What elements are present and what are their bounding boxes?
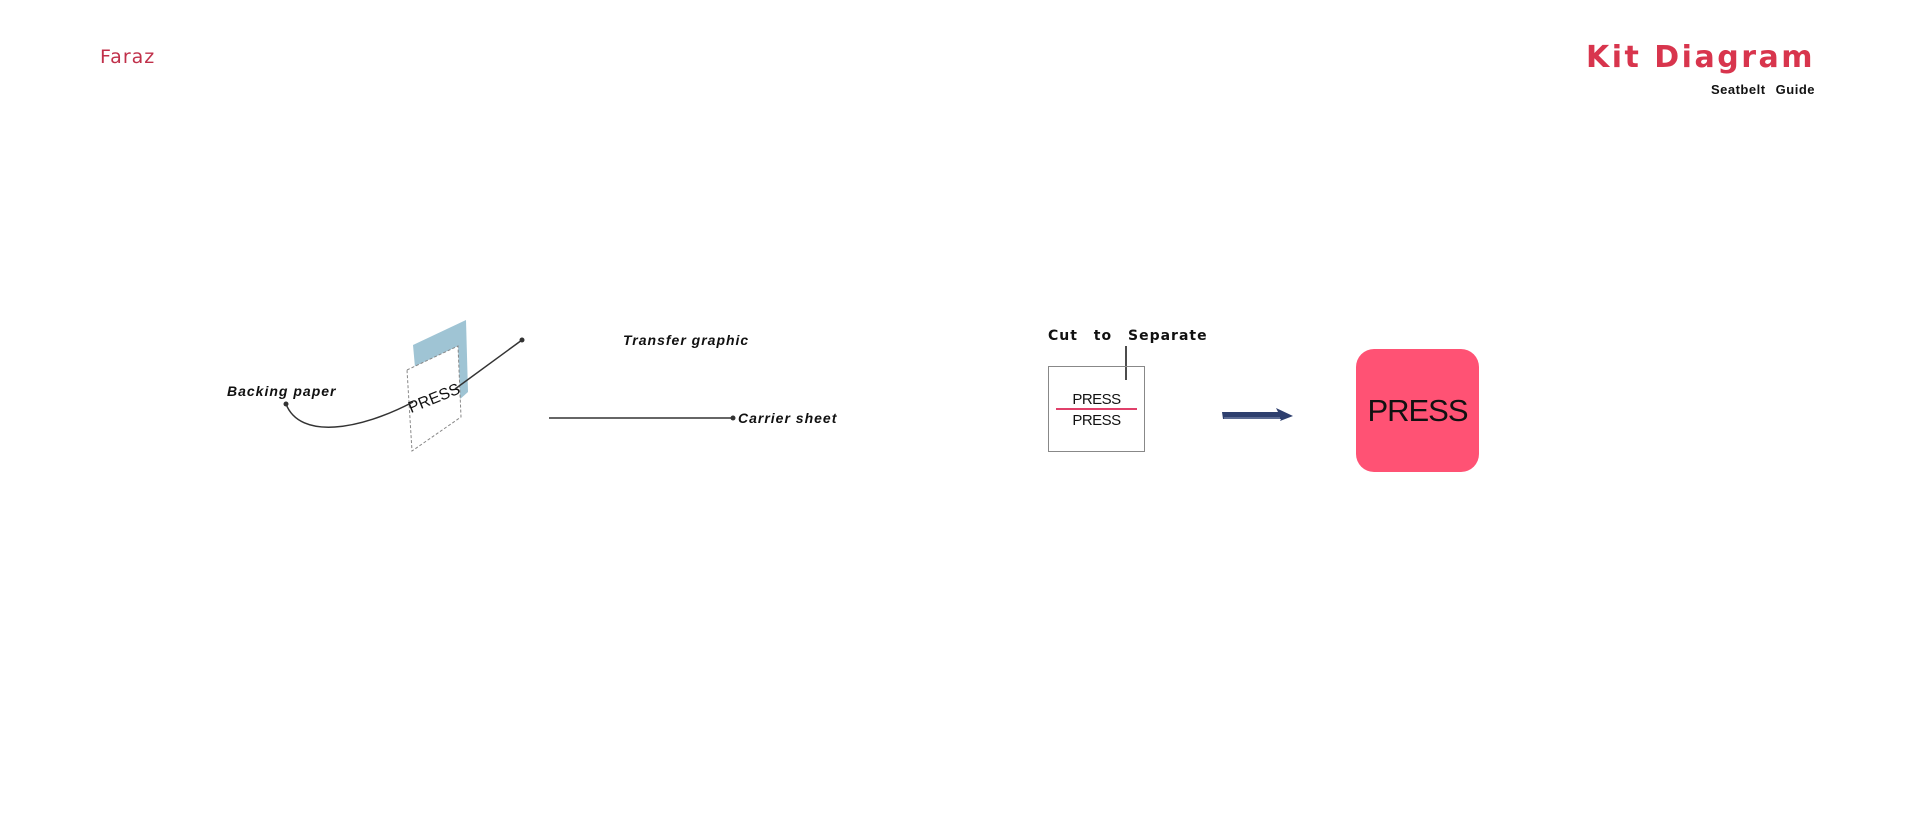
transfer-leader-dot [519,337,525,343]
cut-box: PRESS PRESS [1048,366,1145,452]
carrier-sheet-label: Carrier sheet [738,410,838,426]
cut-to-separate-label: Cut to Separate [1048,328,1208,344]
carrier-leader-dot [730,415,736,421]
backing-paper-label: Backing paper [227,383,337,399]
cut-bottom-text: PRESS [1072,412,1121,429]
transfer-leader-line [454,339,523,390]
page-subtitle: Seatbelt Guide [1710,82,1815,97]
arrow-icon [1222,408,1293,421]
press-button-result: PRESS [1356,349,1479,472]
brand-logo: Faraz [100,46,156,68]
page-title: Kit Diagram [1585,40,1815,75]
transfer-graphic-label: Transfer graphic [623,332,750,348]
cut-line [1056,408,1137,410]
backing-leader-line [285,401,414,428]
carrier-sheet [406,345,462,452]
backing-leader-dot [283,401,289,407]
cut-top-text: PRESS [1072,391,1121,408]
